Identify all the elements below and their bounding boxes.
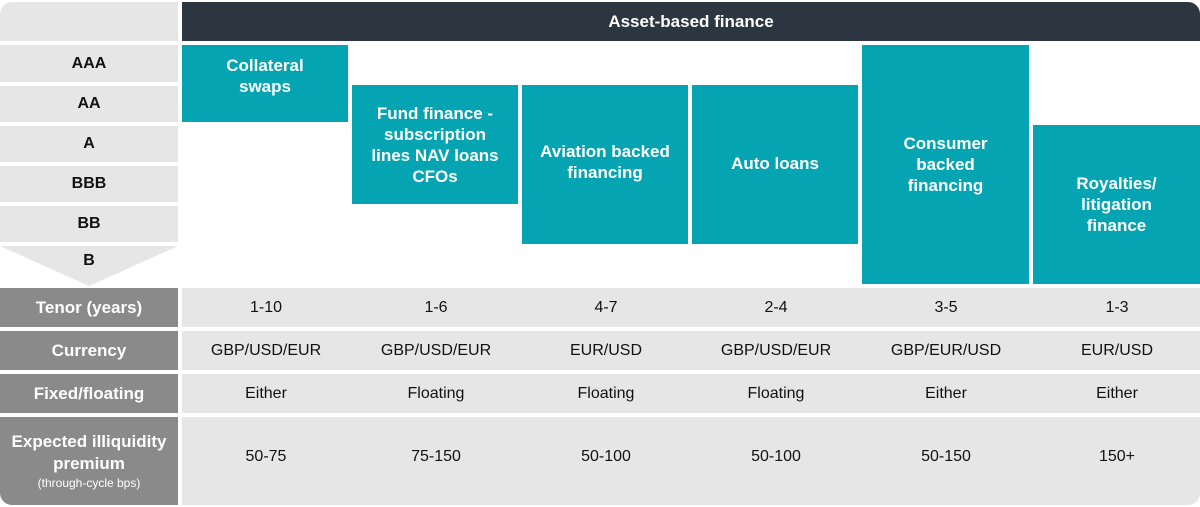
cell-tenor-1: 1-10 <box>249 298 283 316</box>
cell-premium-5: 50-150 <box>921 448 971 465</box>
down-arrow-icon <box>0 246 178 286</box>
rating-b: B <box>83 252 95 269</box>
cell-fixed-4: Floating <box>747 384 805 402</box>
cell-tenor-2: 1-6 <box>424 298 448 316</box>
cell-premium-4: 50-100 <box>751 448 801 465</box>
box-collateral-swaps: Collateral swaps <box>182 45 348 122</box>
cell-currency-6: EUR/USD <box>1080 341 1153 359</box>
box-aviation: Aviation backed financing <box>522 85 688 244</box>
rating-b-arrow: B <box>0 246 178 286</box>
row-label-tenor: Tenor (years) <box>0 288 178 327</box>
header-bar: Asset-based finance <box>182 2 1200 41</box>
row-fixed-floating <box>182 374 1200 413</box>
row-sublabel: (through-cycle bps) <box>37 476 141 490</box>
cell-premium-6: 150+ <box>1098 448 1136 465</box>
cell-fixed-2: Floating <box>407 384 465 402</box>
cell-premium-3: 50-100 <box>581 448 631 465</box>
box-fund-finance: Fund finance - subscription lines NAV lo… <box>352 85 518 204</box>
row-label-currency: Currency <box>0 331 178 370</box>
rating-bbb: BBB <box>0 166 178 202</box>
rating-aa: AA <box>0 86 178 122</box>
rating-bb: BB <box>0 206 178 242</box>
box-royalties: Royalties/ litigation finance <box>1033 125 1200 284</box>
cell-fixed-1: Either <box>245 384 287 402</box>
box-auto-loans: Auto loans <box>692 85 858 244</box>
rating-aaa: AAA <box>0 45 178 82</box>
header-title: Asset-based finance <box>608 11 774 31</box>
box-consumer: Consumer backed financing <box>862 45 1029 284</box>
cell-fixed-3: Floating <box>577 384 635 402</box>
cell-premium-1: 50-75 <box>245 448 287 465</box>
row-label-fixed-floating: Fixed/floating <box>0 374 178 413</box>
cell-currency-2: GBP/USD/EUR <box>380 341 492 359</box>
row-tenor <box>182 288 1200 327</box>
cell-fixed-6: Either <box>1096 384 1138 402</box>
cell-currency-4: GBP/USD/EUR <box>720 341 832 359</box>
row-currency <box>182 331 1200 370</box>
cell-tenor-4: 2-4 <box>764 298 788 316</box>
cell-premium-2: 75-150 <box>411 448 461 465</box>
cell-currency-5: GBP/EUR/USD <box>890 341 1002 359</box>
cell-currency-1: GBP/USD/EUR <box>210 341 322 359</box>
cell-fixed-5: Either <box>925 384 967 402</box>
cell-tenor-6: 1-3 <box>1105 298 1129 316</box>
cell-tenor-5: 3-5 <box>934 298 958 316</box>
corner-cell <box>0 2 178 41</box>
row-label-illiquidity-premium: Expected illiquidity premium (through-cy… <box>0 417 178 505</box>
rating-a: A <box>0 126 178 162</box>
row-illiquidity-premium <box>182 417 1200 505</box>
cell-currency-3: EUR/USD <box>569 341 642 359</box>
cell-tenor-3: 4-7 <box>594 298 618 316</box>
